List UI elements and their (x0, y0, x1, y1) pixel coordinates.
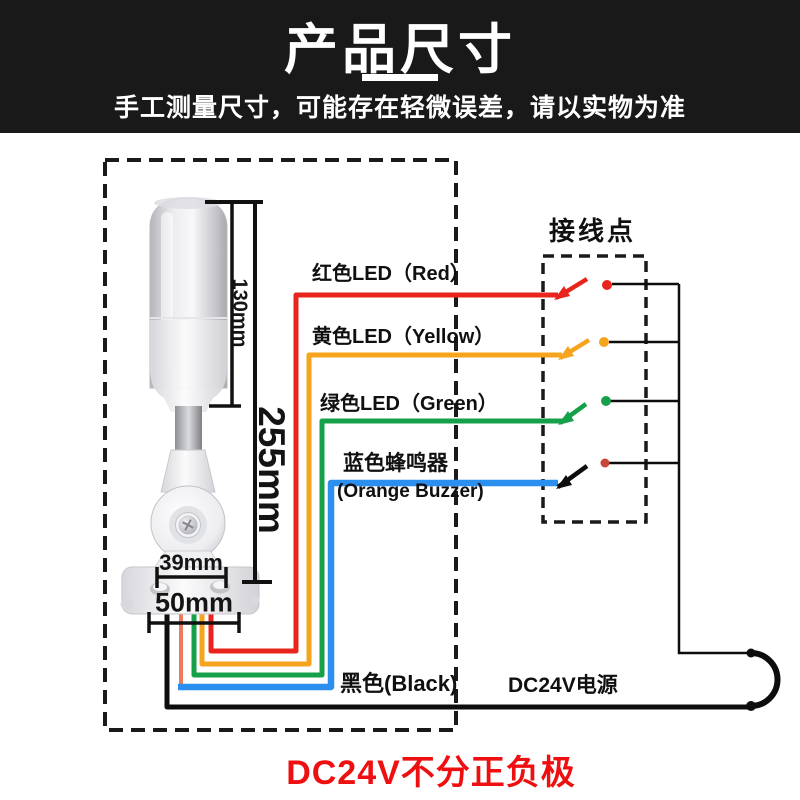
yellow-switch-arrow (558, 346, 574, 360)
red-wire (208, 292, 558, 654)
base-width-dimension: 50mm (154, 587, 234, 618)
bracket-width-dimension: 39mm (159, 550, 223, 575)
buzzer-switch-arrow (556, 475, 572, 489)
yellow-wire (199, 352, 562, 667)
base-notch-left (120, 599, 134, 609)
red-switch-arrow (554, 286, 570, 300)
terminal-dot-green (601, 396, 611, 406)
terminal-dot-yellow (599, 337, 609, 347)
lamp-height-dimension: 130mm (228, 278, 251, 348)
terminal-dot-buzzer (600, 458, 610, 468)
header-banner: 产品尺寸 手工测量尺寸，可能存在轻微误差，请以实物为准 (0, 0, 800, 133)
page-subtitle: 手工测量尺寸，可能存在轻微误差，请以实物为准 (113, 94, 686, 122)
power-dot-top (746, 648, 756, 658)
red-wire-label: 红色LED（Red） (312, 263, 470, 285)
black-wire (164, 610, 751, 710)
dim-line-39 (155, 567, 228, 588)
black-wire-label: 黑色(Black) (340, 671, 458, 696)
dim-line-50 (147, 612, 241, 633)
yellow-wire-label: 黄色LED（Yellow） (312, 326, 495, 348)
lamp-white-band (150, 320, 227, 412)
power-loop-arc (750, 650, 781, 709)
power-label: DC24V电源 (508, 674, 618, 697)
buzzer-wire-sublabel: (Orange Buzzer) (337, 481, 484, 502)
green-wire-label: 绿色LED（Green） (320, 393, 498, 415)
polarity-note: DC24V不分正负极 (286, 754, 576, 792)
page-title: 产品尺寸 (284, 20, 516, 80)
title-underline (362, 74, 438, 81)
green-wire (191, 418, 562, 678)
base-notch-right (246, 595, 260, 605)
dimension-lines (147, 200, 272, 633)
pole (175, 406, 202, 458)
green-switch-arrow (558, 411, 574, 425)
pivot-arm (160, 449, 216, 493)
terminal-title: 接线点 (549, 216, 637, 246)
blue-wire (178, 479, 558, 691)
power-bus (609, 282, 781, 709)
buzzer-wire-label: 蓝色蜂鸣器 (343, 452, 448, 475)
tower-light-illustration (120, 197, 260, 615)
total-height-dimension: 255mm (251, 406, 292, 534)
terminal-dashed-box (541, 254, 648, 524)
terminal-dot-red (602, 280, 612, 290)
